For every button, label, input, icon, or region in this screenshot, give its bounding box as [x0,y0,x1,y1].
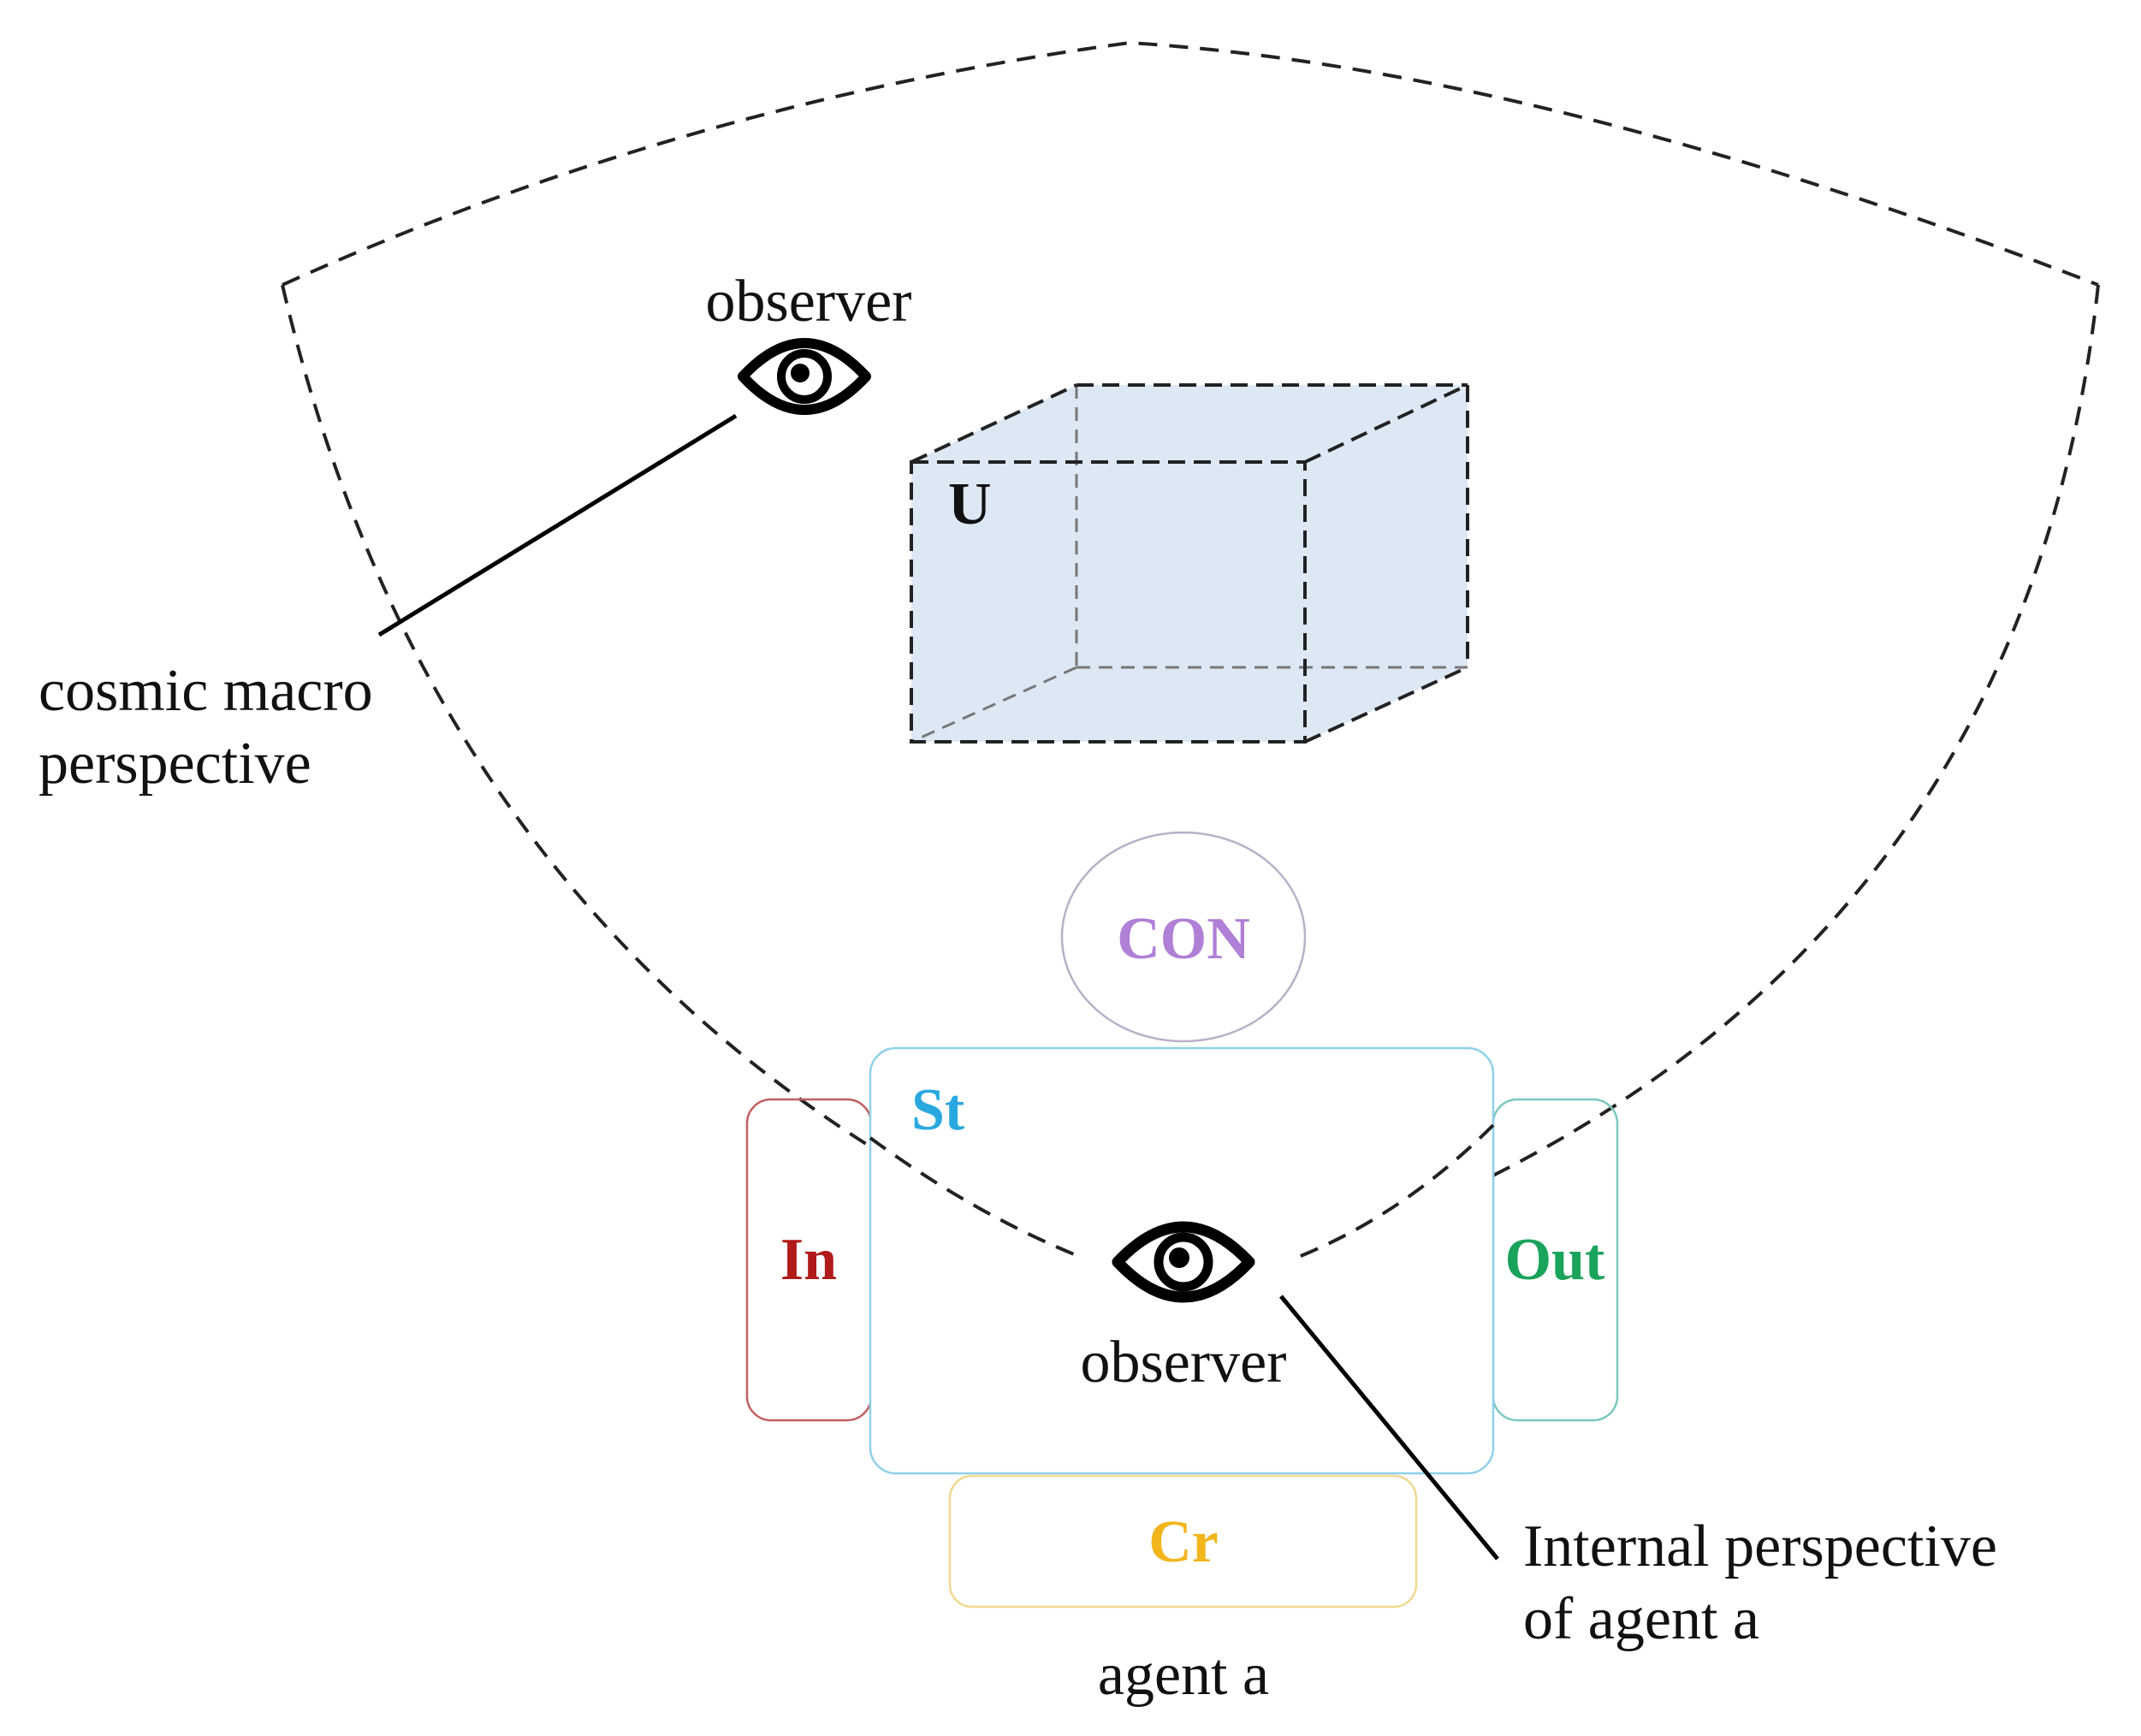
cr-label: Cr [1148,1509,1219,1575]
in-label: In [780,1227,837,1293]
con-label: CON [1117,906,1250,972]
cube-right-face [1305,385,1468,742]
eye-icon [1112,1221,1255,1303]
cosmic-callout-line1: cosmic macro [39,658,373,724]
st-label: St [911,1077,964,1143]
cosmic-perspective-boundary [281,40,2100,1259]
out-label: Out [1505,1227,1605,1293]
cube-top-face [911,385,1468,462]
internal-callout-line [1279,1295,1499,1561]
bottom-observer: observer [1080,1221,1287,1395]
universe-cube: U [910,383,1469,744]
cube-front-face [911,462,1305,742]
boundary-left-arc [281,284,1083,1259]
agent-name: agent a [1098,1642,1269,1708]
con-node [1060,831,1307,1043]
internal-callout-line2: of agent a [1523,1586,1759,1652]
internal-callout-line1: Internal perspective [1523,1514,1997,1579]
top-observer: observer [705,269,912,415]
eye-icon [738,338,871,415]
universe-label: U [948,471,992,537]
cr-node [948,1474,1418,1609]
boundary-right-arc [1296,284,2100,1259]
boundary-top-arc [282,40,2099,287]
cosmic-callout-line2: perspective [39,731,311,797]
top-observer-label: observer [705,269,911,335]
cosmic-callout-line [377,413,738,637]
agent-a: CON In Out St Cr agent a [745,831,1619,1708]
bottom-observer-label: observer [1080,1330,1286,1395]
